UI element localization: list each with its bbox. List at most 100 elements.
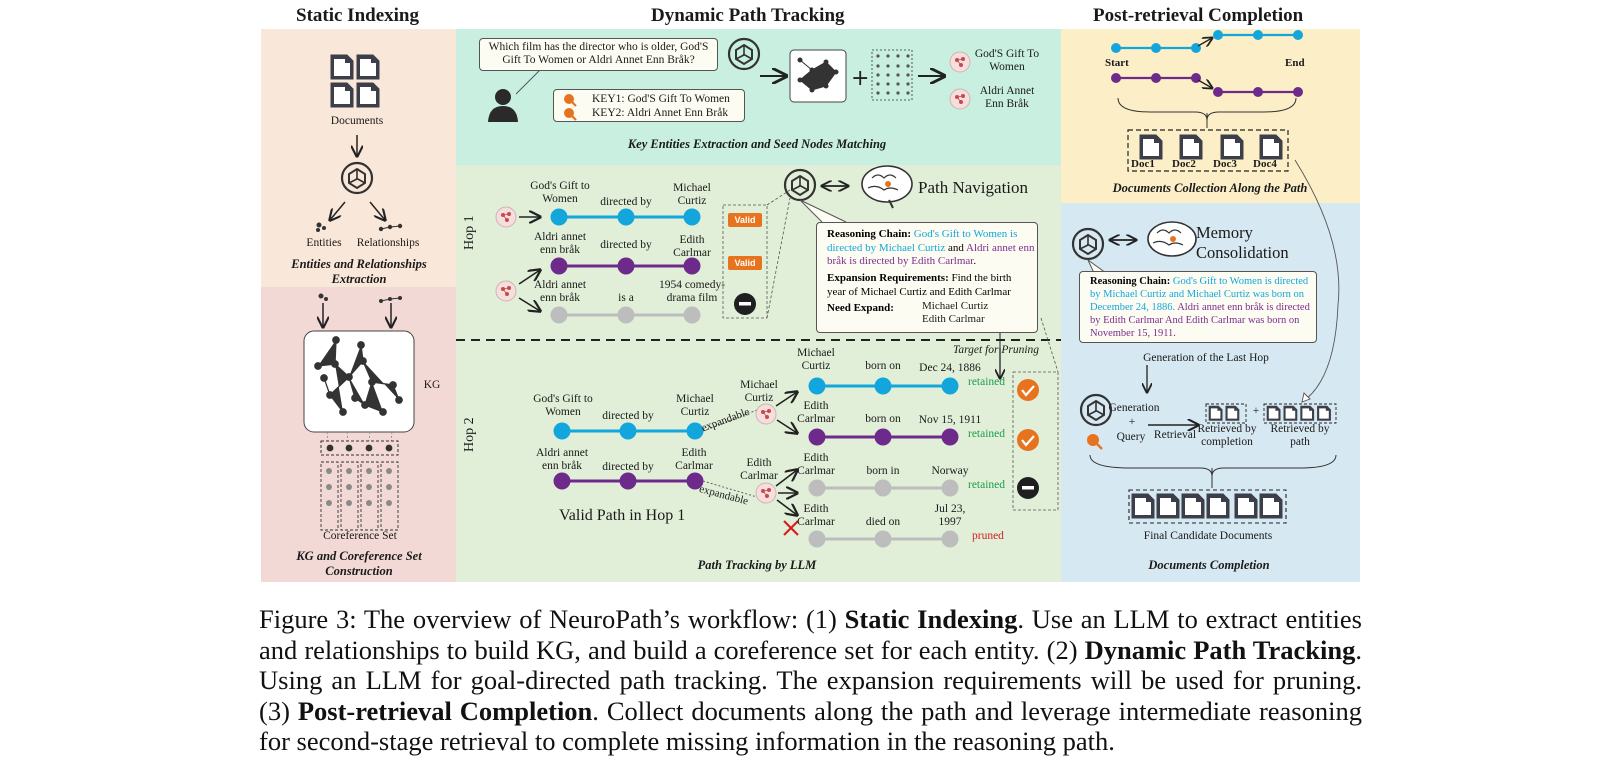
h2-l1-b: directed by: [602, 410, 654, 422]
h2-n2: Edith Carlmar: [740, 457, 778, 482]
dynamic-title: Dynamic Path Tracking: [651, 5, 845, 26]
reasoning-box: Reasoning Chain: God's Gift to Women is …: [816, 222, 1038, 333]
pruned-label: pruned: [972, 530, 1004, 542]
reasoning-purple: Aldri annet enn bråk is directed by Edit…: [827, 241, 1035, 268]
final-docs-label: Final Candidate Documents: [1143, 530, 1273, 542]
h2-r4-b: died on: [865, 516, 901, 528]
post-title: Post-retrieval Completion: [1093, 5, 1304, 26]
check-icon-2: [1017, 429, 1039, 451]
coref-small: [871, 49, 913, 101]
post-bottom-panel: [1061, 203, 1360, 582]
h2-n1: Michael Curtiz: [740, 379, 778, 404]
post-top-panel: [1061, 29, 1360, 203]
reasoning-cyan: God's Gift to Women is directed by Micha…: [827, 228, 1018, 254]
h1-r2-b: directed by: [600, 239, 652, 251]
relationships-icon: [378, 223, 403, 232]
retrieved-completion: Retrieved by completion: [1197, 423, 1257, 448]
memory-label: Memory Consolidation: [1196, 223, 1289, 262]
h2-r4-a: Edith Carlmar: [797, 503, 835, 528]
key2-text: KEY2: Aldri Annet Enn Bråk: [592, 107, 729, 119]
h2-r3-c: Norway: [931, 465, 969, 477]
h2-r4-c: Jul 23, 1997: [934, 503, 966, 528]
hop2-r4: [808, 530, 959, 548]
caption-bold1: Static Indexing: [844, 604, 1018, 634]
h2-l2-c: Edith Carlmar: [675, 447, 713, 472]
keys-box: KEY1: God'S Gift To Women KEY2: Aldri An…: [553, 89, 745, 122]
figure-caption: Figure 3: The overview of NeuroPath’s wo…: [259, 604, 1362, 757]
h2-r2-b: born on: [865, 413, 901, 425]
question-text: Which film has the director who is older…: [488, 41, 709, 66]
hop2-row2: [553, 472, 704, 490]
h2-r2-a: Edith Carlmar: [797, 400, 835, 425]
llm-icon: [340, 161, 374, 195]
check-icon-1: [1017, 379, 1039, 401]
path-navigation-label: Path Navigation: [918, 178, 1029, 197]
start-label: Start: [1105, 57, 1129, 69]
doc1-label: Doc1: [1131, 158, 1155, 170]
h2-r3-a: Edith Carlmar: [797, 452, 835, 477]
post-caption-top: Documents Collection Along the Path: [1112, 181, 1308, 195]
h2-l1-a: God's Gift to Women: [533, 393, 593, 418]
retained-1: retained: [968, 376, 1006, 388]
hop2-label: Hop 2: [462, 417, 477, 452]
static-caption-top: Entities and Relationships Extraction: [291, 257, 427, 286]
h1-r3-c: 1954 comedy-drama film: [658, 279, 726, 304]
seed1-label: God'S Gift To Women: [974, 48, 1040, 73]
kg-graph: [314, 336, 403, 416]
plus-docs: +: [1252, 405, 1260, 417]
static-caption-bottom: KG and Coreference Set Construction: [296, 549, 422, 578]
hop1-row3: [550, 306, 701, 324]
doc4-label: Doc4: [1253, 158, 1277, 170]
h1-r2-a: Aldri annet enn bråk: [533, 231, 587, 256]
need2: Edith Carlmar: [922, 313, 985, 325]
path-cyan-2: [1213, 30, 1303, 40]
key1-text: KEY1: God'S Gift To Women: [592, 93, 730, 105]
memory-text: Reasoning Chain: God's Gift to Women is …: [1090, 275, 1316, 340]
expansion-label: Expansion Requirements:: [827, 272, 949, 284]
relationships-label: Relationships: [356, 237, 420, 249]
caption-part4: . Collect documents along the path and l…: [259, 695, 1362, 757]
h2-r1-a: Michael Curtiz: [797, 347, 835, 372]
valid-badge-2: Valid: [728, 256, 762, 270]
hop2-row1: [553, 422, 704, 440]
dynamic-caption-top: Key Entities Extraction and Seed Nodes M…: [627, 137, 887, 151]
h1-r1-b: directed by: [600, 196, 652, 208]
need-expand: Need Expand:: [827, 302, 894, 316]
reasoning-text: Reasoning Chain: God's Gift to Women is …: [827, 228, 1035, 268]
h2-r1-c: Dec 24, 1886: [919, 362, 981, 374]
hop2-r2: [808, 428, 959, 446]
pruned-x-icon: [783, 520, 799, 536]
need-expand-label: Need Expand:: [827, 302, 894, 314]
svg-text:+: +: [851, 66, 869, 91]
doc-icons-top: [1139, 134, 1283, 160]
reasoning-and: and: [947, 241, 964, 254]
memory-chain-label: Reasoning Chain:: [1090, 276, 1171, 287]
expansion-text: Expansion Requirements: Find the birth y…: [827, 272, 1033, 299]
memory-box: Reasoning Chain: God's Gift to Women is …: [1079, 271, 1317, 343]
caption-bold3: Post-retrieval Completion: [297, 695, 593, 726]
coreference-label: Coreference Set: [323, 530, 397, 542]
gen-last-label: Generation of the Last Hop: [1143, 352, 1269, 364]
h1-r1-a: God's Gift to Women: [530, 180, 590, 205]
valid-path-label: Valid Path in Hop 1: [559, 507, 686, 524]
entities-label: Entities: [306, 237, 342, 249]
doc3-label: Doc3: [1213, 158, 1237, 170]
plus-label: +: [1128, 416, 1136, 428]
seed2-label: Aldri Annet Enn Bråk: [979, 85, 1035, 110]
brain-icon: [861, 165, 913, 209]
need1: Michael Curtiz: [922, 300, 989, 312]
hop1-row2: [550, 257, 701, 275]
caption-part2: . Use an LLM to extract entities and rel…: [259, 604, 1362, 665]
h1-r2-c: Edith Carlmar: [673, 234, 711, 259]
query-label: Query: [1116, 431, 1146, 443]
doc2-label: Doc2: [1172, 158, 1196, 170]
final-docs: [1131, 493, 1283, 519]
path-purple-2: [1213, 87, 1303, 97]
h1-r3-b: is a: [618, 292, 634, 304]
llm-icon-memory: [1071, 227, 1105, 261]
coreference-set: [320, 440, 399, 531]
documents-icon: [330, 54, 380, 108]
h2-l2-a: Aldri annet enn bråk: [535, 447, 589, 472]
expansion-value: Find the birth year of Michael Curtiz an…: [827, 272, 1012, 298]
